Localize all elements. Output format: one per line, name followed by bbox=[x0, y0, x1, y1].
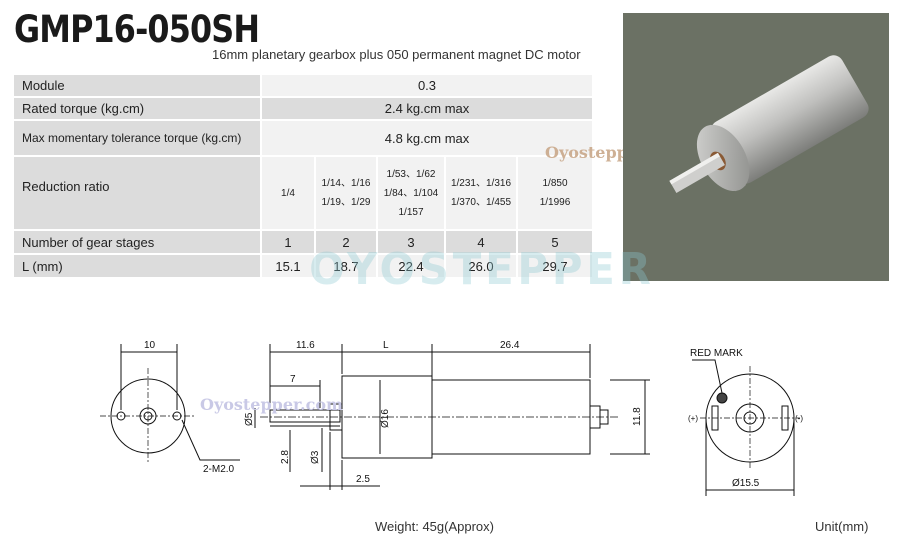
dim-shaft-offset: 11.6 bbox=[296, 340, 315, 351]
table-row: Module 0.3 bbox=[14, 75, 594, 98]
product-description: 16mm planetary gearbox plus 050 permanen… bbox=[212, 47, 581, 62]
dim-rear-dia: Ø15.5 bbox=[732, 478, 760, 489]
table-row: Rated torque (kg.cm) 2.4 kg.cm max bbox=[14, 98, 594, 121]
length-cell: 18.7 bbox=[316, 255, 378, 279]
dim-gearbox-length: L bbox=[383, 340, 389, 351]
dim-front-holes: 2-M2.0 bbox=[203, 464, 235, 475]
table-row: Number of gear stages 1 2 3 4 5 bbox=[14, 231, 594, 255]
stages-cell: 4 bbox=[446, 231, 518, 255]
length-cell: 15.1 bbox=[262, 255, 316, 279]
spec-label-max-torque: Max momentary tolerance torque (kg.cm) bbox=[14, 121, 262, 157]
spec-value-max-torque: 4.8 kg.cm max bbox=[262, 121, 594, 157]
dim-shaft-dia: Ø5 bbox=[244, 412, 255, 426]
length-cell: 26.0 bbox=[446, 255, 518, 279]
stages-cell: 1 bbox=[262, 231, 316, 255]
spec-label-stages: Number of gear stages bbox=[14, 231, 262, 255]
spec-label-reduction: Reduction ratio bbox=[14, 157, 262, 231]
dim-flat-depth: 2.8 bbox=[280, 450, 291, 464]
dim-front-width: 10 bbox=[144, 340, 156, 351]
motor-photo bbox=[623, 13, 889, 281]
side-view bbox=[254, 344, 650, 490]
dim-shaft-flat: 7 bbox=[290, 374, 296, 385]
table-row: Max momentary tolerance torque (kg.cm) 4… bbox=[14, 121, 594, 157]
technical-drawing: 10 2-M2.0 11.6 L 26.4 7 Ø5 Ø16 2.8 Ø3 2.… bbox=[100, 340, 803, 496]
unit-note: Unit(mm) bbox=[815, 519, 869, 534]
spec-label-rated-torque: Rated torque (kg.cm) bbox=[14, 98, 262, 121]
length-cell: 29.7 bbox=[518, 255, 594, 279]
front-view bbox=[100, 344, 240, 462]
dim-shaft-d3: Ø3 bbox=[310, 450, 321, 464]
table-row: L (mm) 15.1 18.7 22.4 26.0 29.7 bbox=[14, 255, 594, 279]
length-cell: 22.4 bbox=[378, 255, 446, 279]
spec-label-module: Module bbox=[14, 75, 262, 98]
watermark-big: OYOSTEPPER bbox=[309, 244, 655, 295]
dim-terminal-height: 11.8 bbox=[632, 407, 643, 426]
rear-negative: (-) bbox=[795, 414, 803, 423]
dim-body-dia: Ø16 bbox=[380, 409, 391, 428]
reduction-col-1: 1/4 bbox=[262, 157, 316, 231]
rear-view bbox=[692, 359, 800, 496]
watermark-drawing: Oyostepper.com bbox=[200, 395, 343, 414]
dim-motor-length: 26.4 bbox=[500, 340, 520, 351]
product-model-title: GMP16-050SH bbox=[14, 8, 260, 51]
spec-label-length: L (mm) bbox=[14, 255, 262, 279]
stages-cell: 3 bbox=[378, 231, 446, 255]
stages-cell: 2 bbox=[316, 231, 378, 255]
rear-positive: (+) bbox=[688, 414, 698, 423]
rear-red-mark: RED MARK bbox=[690, 348, 743, 359]
spec-table: Module 0.3 Rated torque (kg.cm) 2.4 kg.c… bbox=[14, 75, 594, 279]
weight-note: Weight: 45g(Approx) bbox=[375, 519, 494, 534]
spec-value-module: 0.3 bbox=[262, 75, 594, 98]
spec-value-rated-torque: 2.4 kg.cm max bbox=[262, 98, 594, 121]
motor-photo-art bbox=[669, 55, 869, 193]
dim-boss-length: 2.5 bbox=[356, 474, 370, 485]
stages-cell: 5 bbox=[518, 231, 594, 255]
